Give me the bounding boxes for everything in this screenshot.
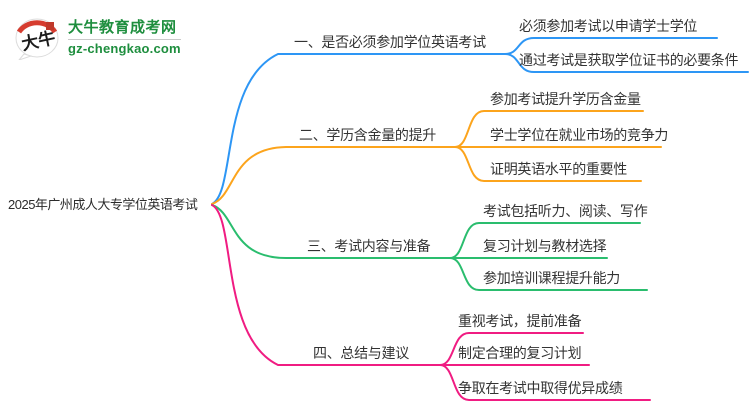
- branch-4-child-2[interactable]: 制定合理的复习计划: [458, 345, 582, 361]
- branch-3-child-3-line: [449, 257, 648, 291]
- branch-1-child-2[interactable]: 通过考试是获取学位证书的必要条件: [519, 52, 739, 68]
- branch-2-label[interactable]: 二、学历含金量的提升: [299, 127, 436, 143]
- branch-3-label[interactable]: 三、考试内容与准备: [307, 238, 431, 254]
- red-seal-stamp: [46, 22, 54, 30]
- branch-4-child-3[interactable]: 争取在考试中取得优异成绩: [458, 380, 623, 396]
- branch-3-child-1[interactable]: 考试包括听力、阅读、写作: [483, 203, 648, 219]
- branch-4-child-1-line: [439, 332, 584, 366]
- site-logo: 大牛 大牛教育成考网 gz-chengkao.com: [12, 12, 181, 60]
- branch-1-label[interactable]: 一、是否必须参加学位英语考试: [294, 34, 486, 50]
- branch-3-child-3[interactable]: 参加培训课程提升能力: [483, 270, 620, 286]
- branch-3-child-1-line: [449, 222, 641, 259]
- logo-site-name: 大牛教育成考网: [68, 19, 177, 36]
- branch-2-line: [211, 146, 456, 205]
- branch-2-child-3[interactable]: 证明英语水平的重要性: [490, 161, 627, 177]
- branch-4-child-1[interactable]: 重视考试，提前准备: [458, 313, 582, 329]
- bubble-tail: [18, 53, 33, 60]
- branch-3-child-2[interactable]: 复习计划与教材选择: [483, 238, 607, 254]
- mindmap-root-node[interactable]: 2025年广州成人大专学位英语考试: [8, 197, 198, 212]
- branch-3-line: [211, 204, 451, 259]
- branch-2-child-2[interactable]: 学士学位在就业市场的竞争力: [490, 127, 669, 143]
- branch-4-child-3-line: [439, 364, 651, 401]
- branch-2-child-1[interactable]: 参加考试提升学历含金量: [490, 91, 641, 107]
- logo-bubble-icon: 大牛: [15, 18, 59, 60]
- branch-1-child-1-line: [504, 37, 718, 55]
- logo-site-url: gz-chengkao.com: [68, 41, 181, 56]
- branch-2-child-3-line: [454, 146, 642, 182]
- branch-1-line: [211, 53, 506, 205]
- branch-4-line: [211, 204, 441, 366]
- branch-4-label[interactable]: 四、总结与建议: [313, 345, 409, 361]
- branch-1-child-2-line: [504, 53, 749, 73]
- branch-2-child-1-line: [454, 110, 644, 148]
- logo-divider: [68, 39, 181, 40]
- branch-1-child-1[interactable]: 必须参加考试以申请学士学位: [519, 18, 698, 34]
